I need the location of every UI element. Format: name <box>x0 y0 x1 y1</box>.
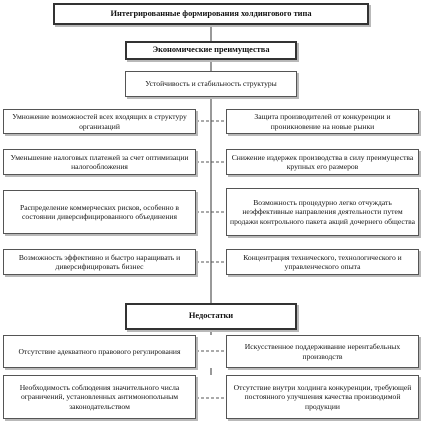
advantages-header: Экономические преимущества <box>125 41 297 60</box>
advantage-right-3: Возможность процедурно легко отчуждать н… <box>226 188 419 236</box>
disadvantage-left-2: Необходимость соблюдения значительного ч… <box>3 375 196 419</box>
stability-core-box: Устойчивость и стабильность структуры <box>125 71 297 97</box>
advantage-left-2: Уменьшение налоговых платежей за счет оп… <box>3 149 196 175</box>
diagram-title: Интегрированные формирования холдинговог… <box>53 3 369 25</box>
disadvantages-header: Недостатки <box>125 303 297 330</box>
advantage-left-4: Возможность эффективно и быстро наращива… <box>3 249 196 275</box>
advantage-right-2: Снижение издержек производства в силу пр… <box>226 149 419 175</box>
advantage-left-3: Распределение коммерческих рисков, особе… <box>3 190 196 234</box>
disadvantage-right-1: Искусственное поддерживание нерентабельн… <box>226 335 419 368</box>
disadvantage-right-2: Отсутствие внутри холдинга конкуренции, … <box>226 375 419 419</box>
disadvantage-left-1: Отсутствие адекватного правового регулир… <box>3 335 196 368</box>
advantage-left-1: Умножение возможностей всех входящих в с… <box>3 109 196 134</box>
advantage-right-1: Защита производителей от конкуренции и п… <box>226 109 419 134</box>
advantage-right-4: Концентрация технического, технологическ… <box>226 249 419 275</box>
